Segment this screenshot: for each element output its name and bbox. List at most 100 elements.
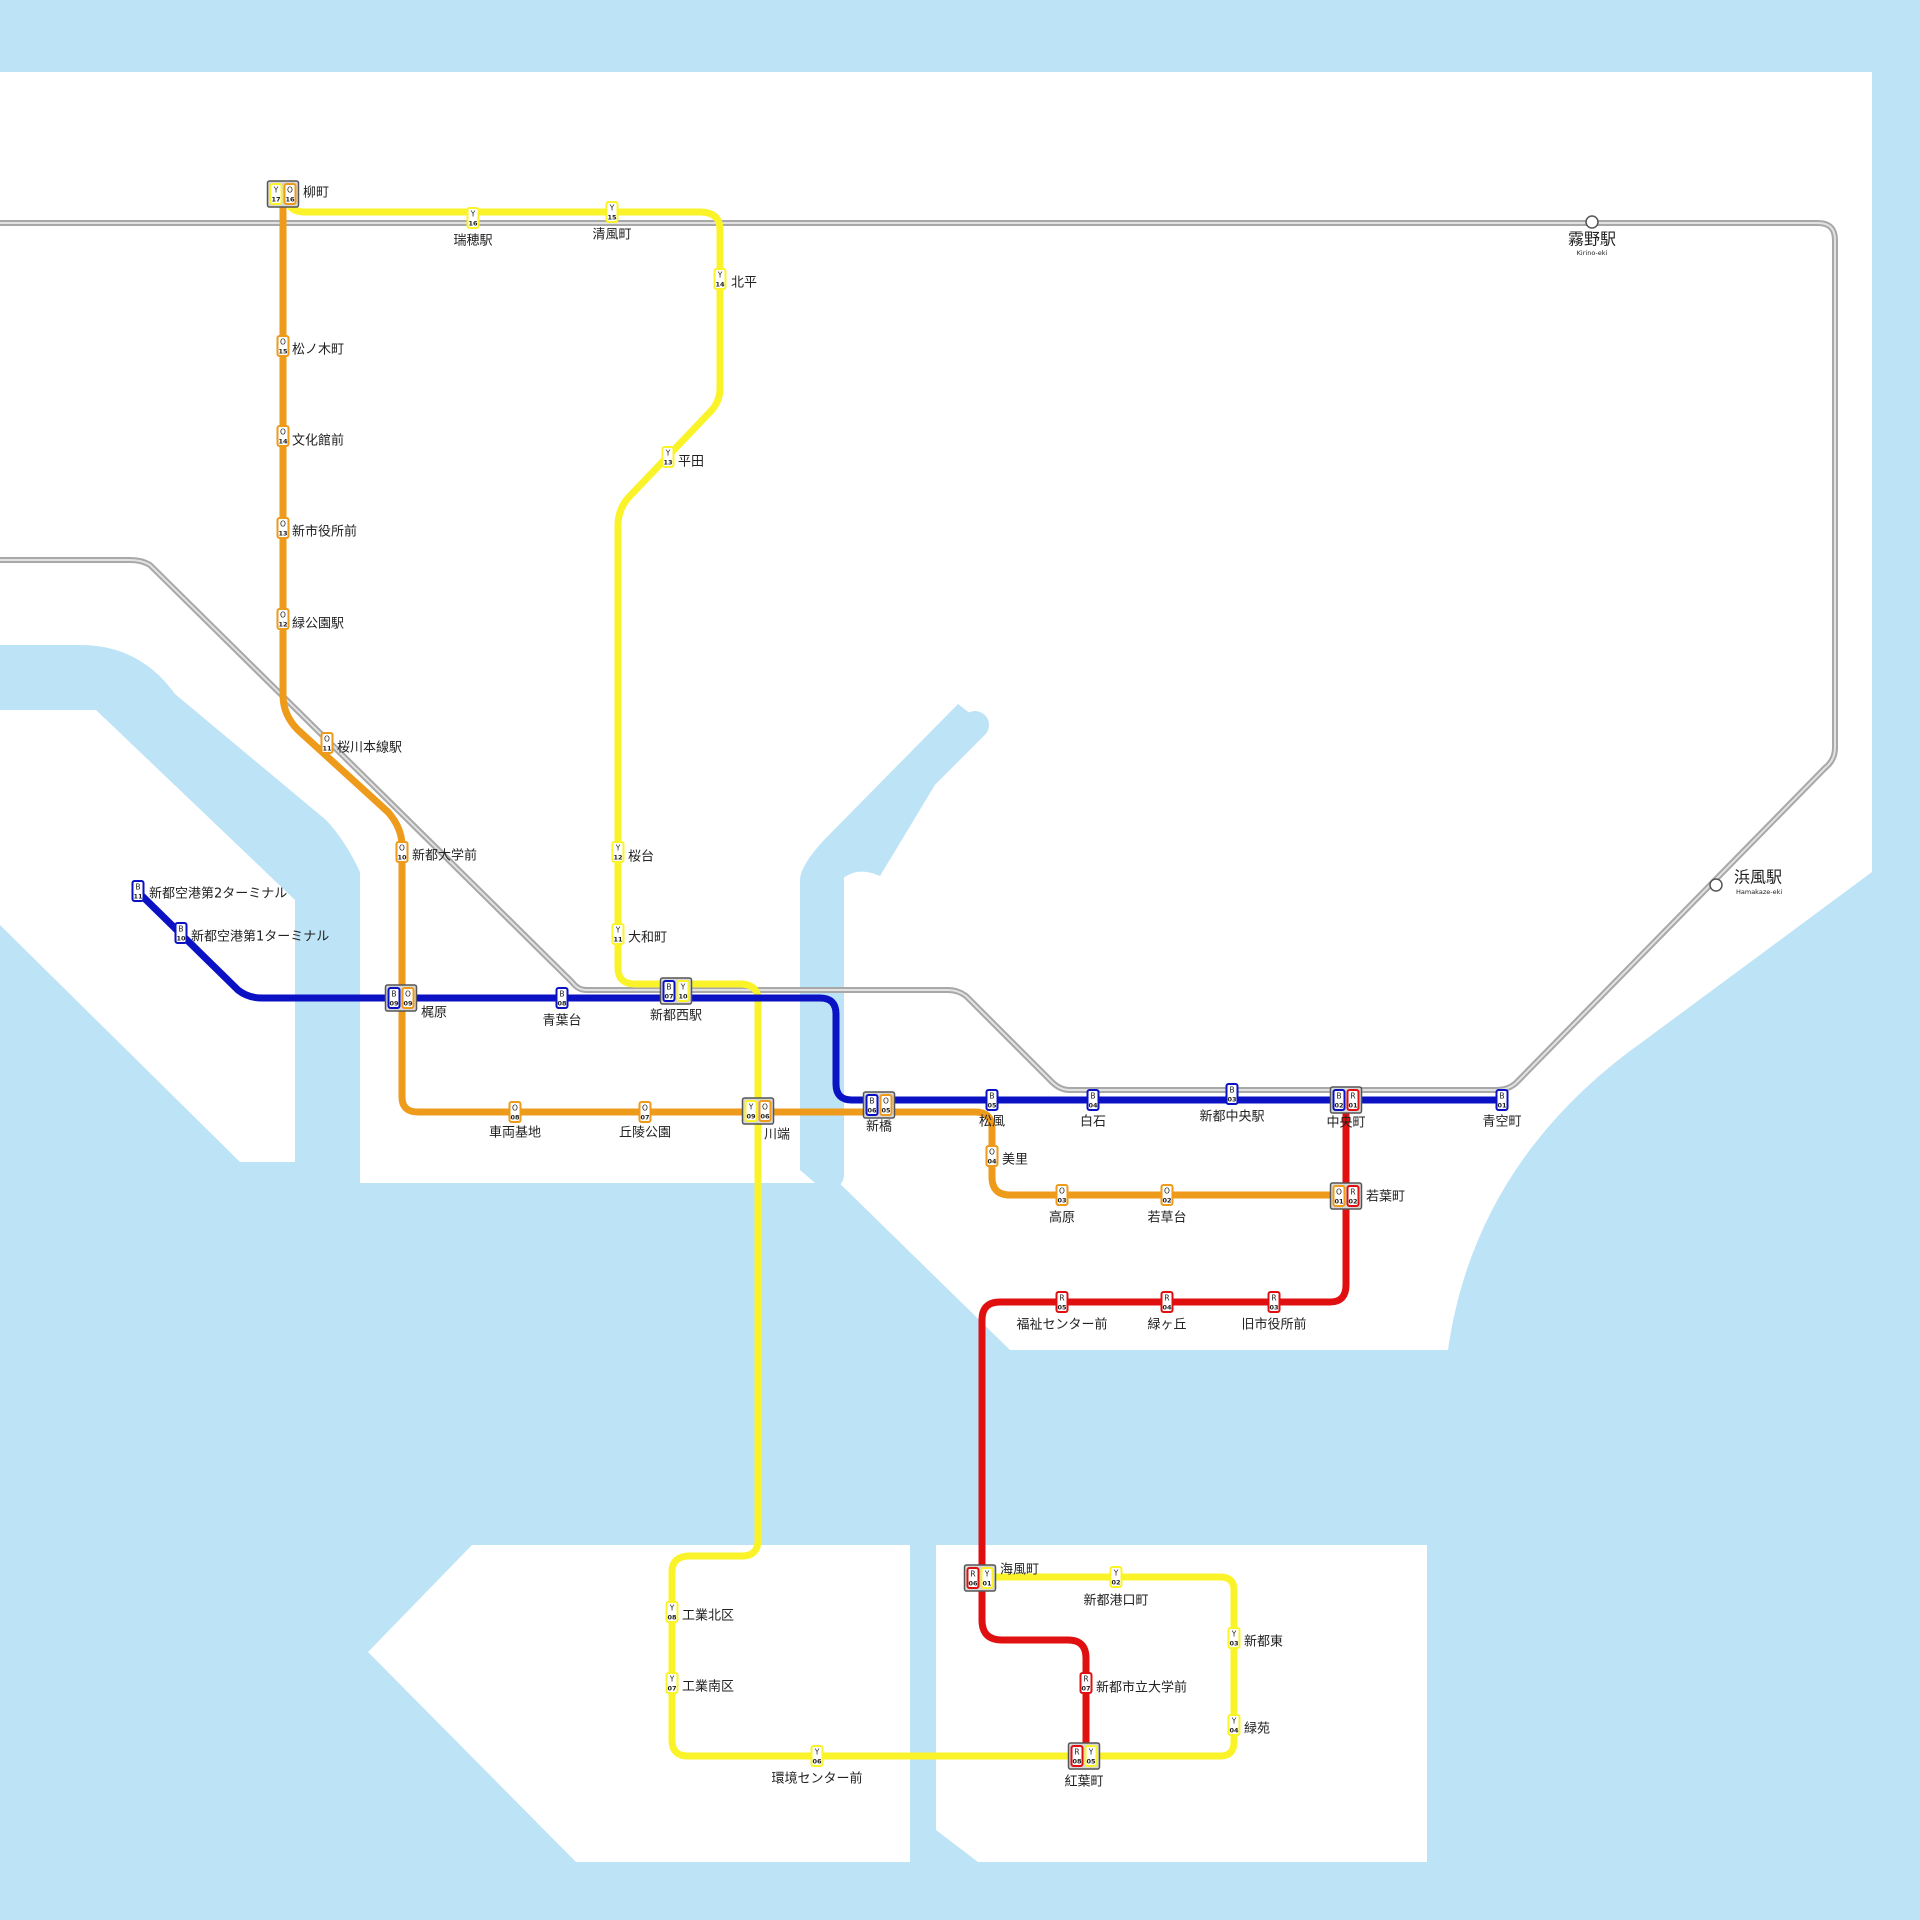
station-name: 松ノ木町	[292, 343, 344, 358]
station-number-badge	[1070, 1745, 1084, 1767]
line-code: O	[1336, 1188, 1342, 1197]
line-code: B	[666, 983, 671, 992]
station-number: 01	[1348, 1102, 1358, 1110]
line-code: Y	[615, 844, 621, 853]
station-name: 川端	[764, 1128, 790, 1143]
station-name: 松風	[979, 1115, 1005, 1130]
station-name: 梶原	[421, 1006, 447, 1021]
line-code: O	[512, 1104, 518, 1113]
metro-line-R	[978, 1096, 1350, 1760]
station-number-badge	[810, 1745, 824, 1767]
station-number: 01	[1334, 1198, 1344, 1206]
metro-lines	[132, 189, 1506, 1760]
station-name: 新都港口町	[1083, 1593, 1148, 1609]
line-code: B	[391, 990, 396, 999]
station-number-badge	[1225, 1083, 1239, 1105]
line-code: B	[869, 1097, 874, 1106]
station-name: 桜台	[628, 850, 654, 865]
station-number: 03	[1227, 1096, 1236, 1104]
station-number: 02	[1111, 1579, 1120, 1587]
station-number-badge	[1267, 1291, 1281, 1313]
line-code: Y	[717, 271, 723, 280]
line-code: B	[135, 883, 140, 892]
metro-line-B	[132, 886, 1506, 1104]
station-number: 05	[1086, 1758, 1096, 1766]
station-name: 青空町	[1482, 1115, 1521, 1130]
station-number-badge	[713, 268, 727, 290]
station-number: 09	[389, 1000, 399, 1008]
station-name: 美里	[1002, 1153, 1028, 1168]
station-name: 新都空港第1ターミナル	[191, 929, 329, 945]
rail-station-marker	[1585, 215, 1599, 229]
line-code: O	[405, 990, 411, 999]
station-number: 11	[133, 893, 143, 901]
line-code: O	[280, 338, 286, 347]
station-number-badge	[508, 1101, 522, 1123]
station-number-badge	[276, 517, 290, 539]
station-number-badge	[744, 1100, 758, 1122]
station-number: 07	[667, 1685, 676, 1693]
station-name: 若葉町	[1366, 1189, 1405, 1205]
station-number: 12	[278, 621, 287, 629]
station-name: 青葉台	[542, 1014, 581, 1029]
line-code: R	[970, 1570, 975, 1579]
rail-station-name: 霧野駅	[1568, 230, 1616, 249]
station-number: 06	[812, 1758, 822, 1766]
station-number: 06	[968, 1580, 978, 1588]
station-number-badge	[283, 183, 297, 205]
line-code: Y	[273, 186, 279, 195]
line-code: B	[178, 925, 183, 934]
land-west	[0, 710, 295, 1162]
line-code: O	[1059, 1187, 1065, 1196]
station-number-badge	[1055, 1184, 1069, 1206]
station-number: 07	[664, 993, 673, 1001]
station-name: 福祉センター前	[1016, 1317, 1107, 1333]
